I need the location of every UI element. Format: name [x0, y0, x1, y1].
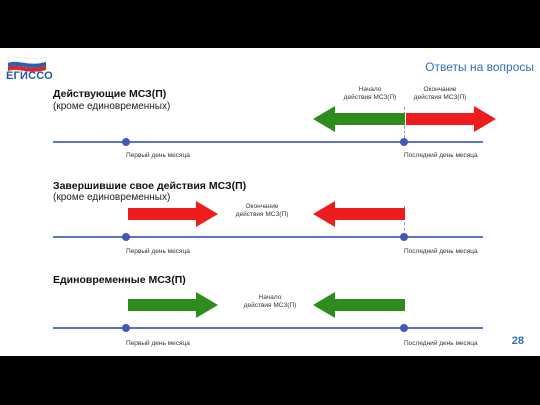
section-1-first-day-label: Первый день месяца: [126, 152, 190, 159]
section-2-red-left-arrow: [313, 201, 405, 227]
section-2-subtitle: (кроме единовременных): [53, 192, 171, 203]
section-2-last-day-dot: [400, 233, 408, 241]
section-1-green-arrow: [313, 106, 405, 132]
flag-logo-icon: [7, 56, 47, 72]
section-3-green-left-arrow: [313, 292, 405, 318]
section-1-first-day-dot: [122, 138, 130, 146]
section-3-last-day-label: Последний день месяца: [404, 340, 478, 347]
page-title: Ответы на вопросы: [425, 60, 534, 74]
section-2-last-day-label: Последний день месяца: [404, 248, 478, 255]
slide: ЕГИССО Ответы на вопросы Действующие МСЗ…: [0, 48, 540, 356]
logo-text: ЕГИССО: [6, 70, 53, 82]
section-1-start-callout: Начало действия МСЗ(П): [343, 86, 397, 101]
section-1-axis: [53, 141, 483, 143]
section-3-first-day-label: Первый день месяца: [126, 340, 190, 347]
section-3-axis: [53, 327, 483, 329]
section-1-title: Действующие МСЗ(П): [53, 88, 167, 100]
section-3-first-day-dot: [122, 324, 130, 332]
section-2-first-day-label: Первый день месяца: [126, 248, 190, 255]
section-1-end-callout: Окончание действия МСЗ(П): [413, 86, 467, 101]
section-2-marker-line: [404, 206, 406, 236]
section-2-axis: [53, 236, 483, 238]
section-2-end-callout: Окончание действия МСЗ(П): [235, 203, 289, 218]
section-3-green-right-arrow: [128, 292, 218, 318]
section-2-red-right-arrow: [128, 201, 218, 227]
section-3-last-day-dot: [400, 324, 408, 332]
section-1-subtitle: (кроме единовременных): [53, 101, 171, 112]
section-2-title: Завершившие свое действия МСЗ(П): [53, 180, 247, 192]
section-3-start-callout: Начало действия МСЗ(П): [243, 294, 297, 309]
section-1-last-day-label: Последний день месяца: [404, 152, 478, 159]
section-1-red-arrow: [406, 106, 496, 132]
section-1-last-day-dot: [400, 138, 408, 146]
section-2-first-day-dot: [122, 233, 130, 241]
page-number: 28: [511, 335, 524, 347]
section-3-title: Единовременные МСЗ(П): [53, 274, 186, 286]
